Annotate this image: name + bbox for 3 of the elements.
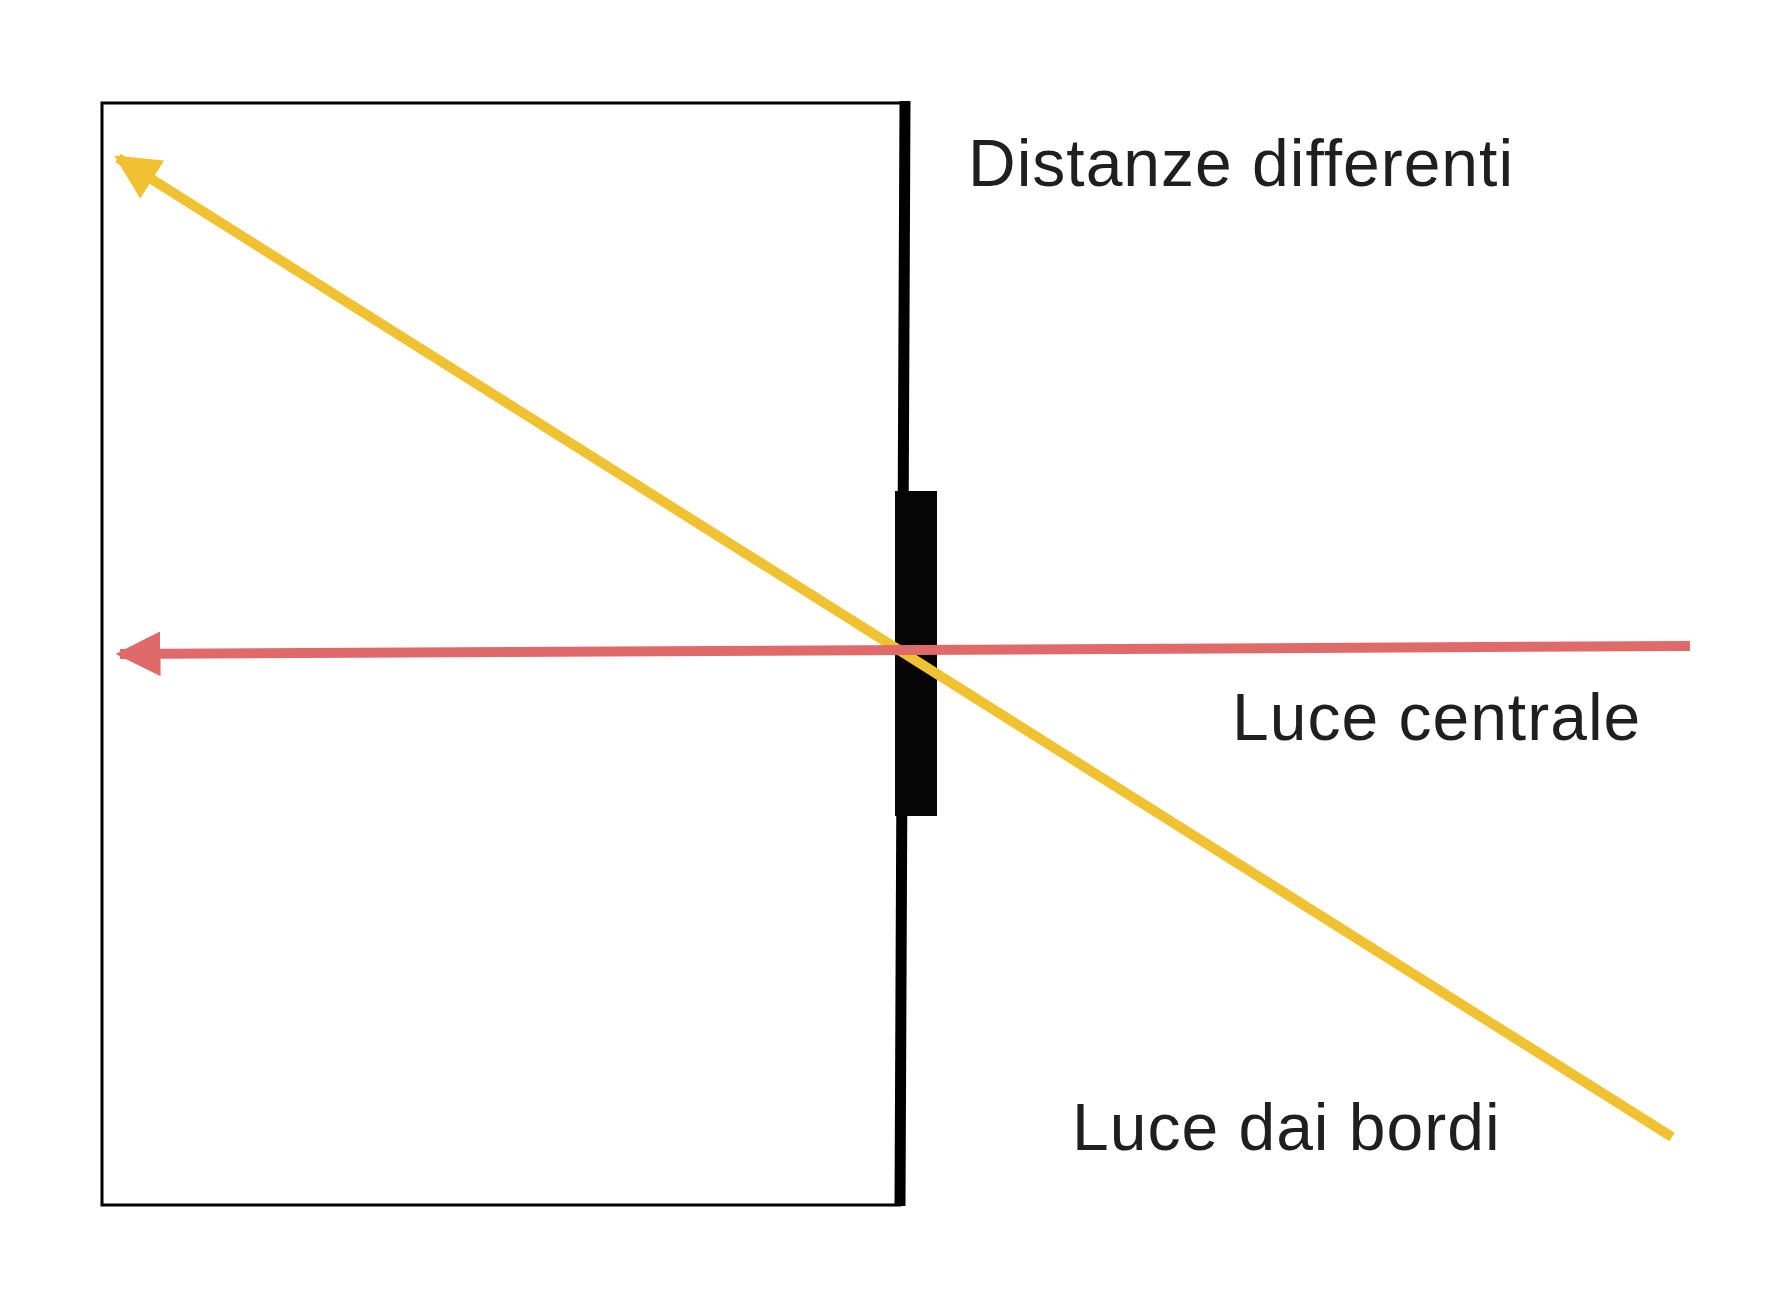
ray-label: Luce dai bordi	[1072, 1089, 1501, 1166]
ray-label: Luce centrale	[1232, 679, 1642, 756]
ray-label: Distanze differenti	[968, 125, 1515, 202]
